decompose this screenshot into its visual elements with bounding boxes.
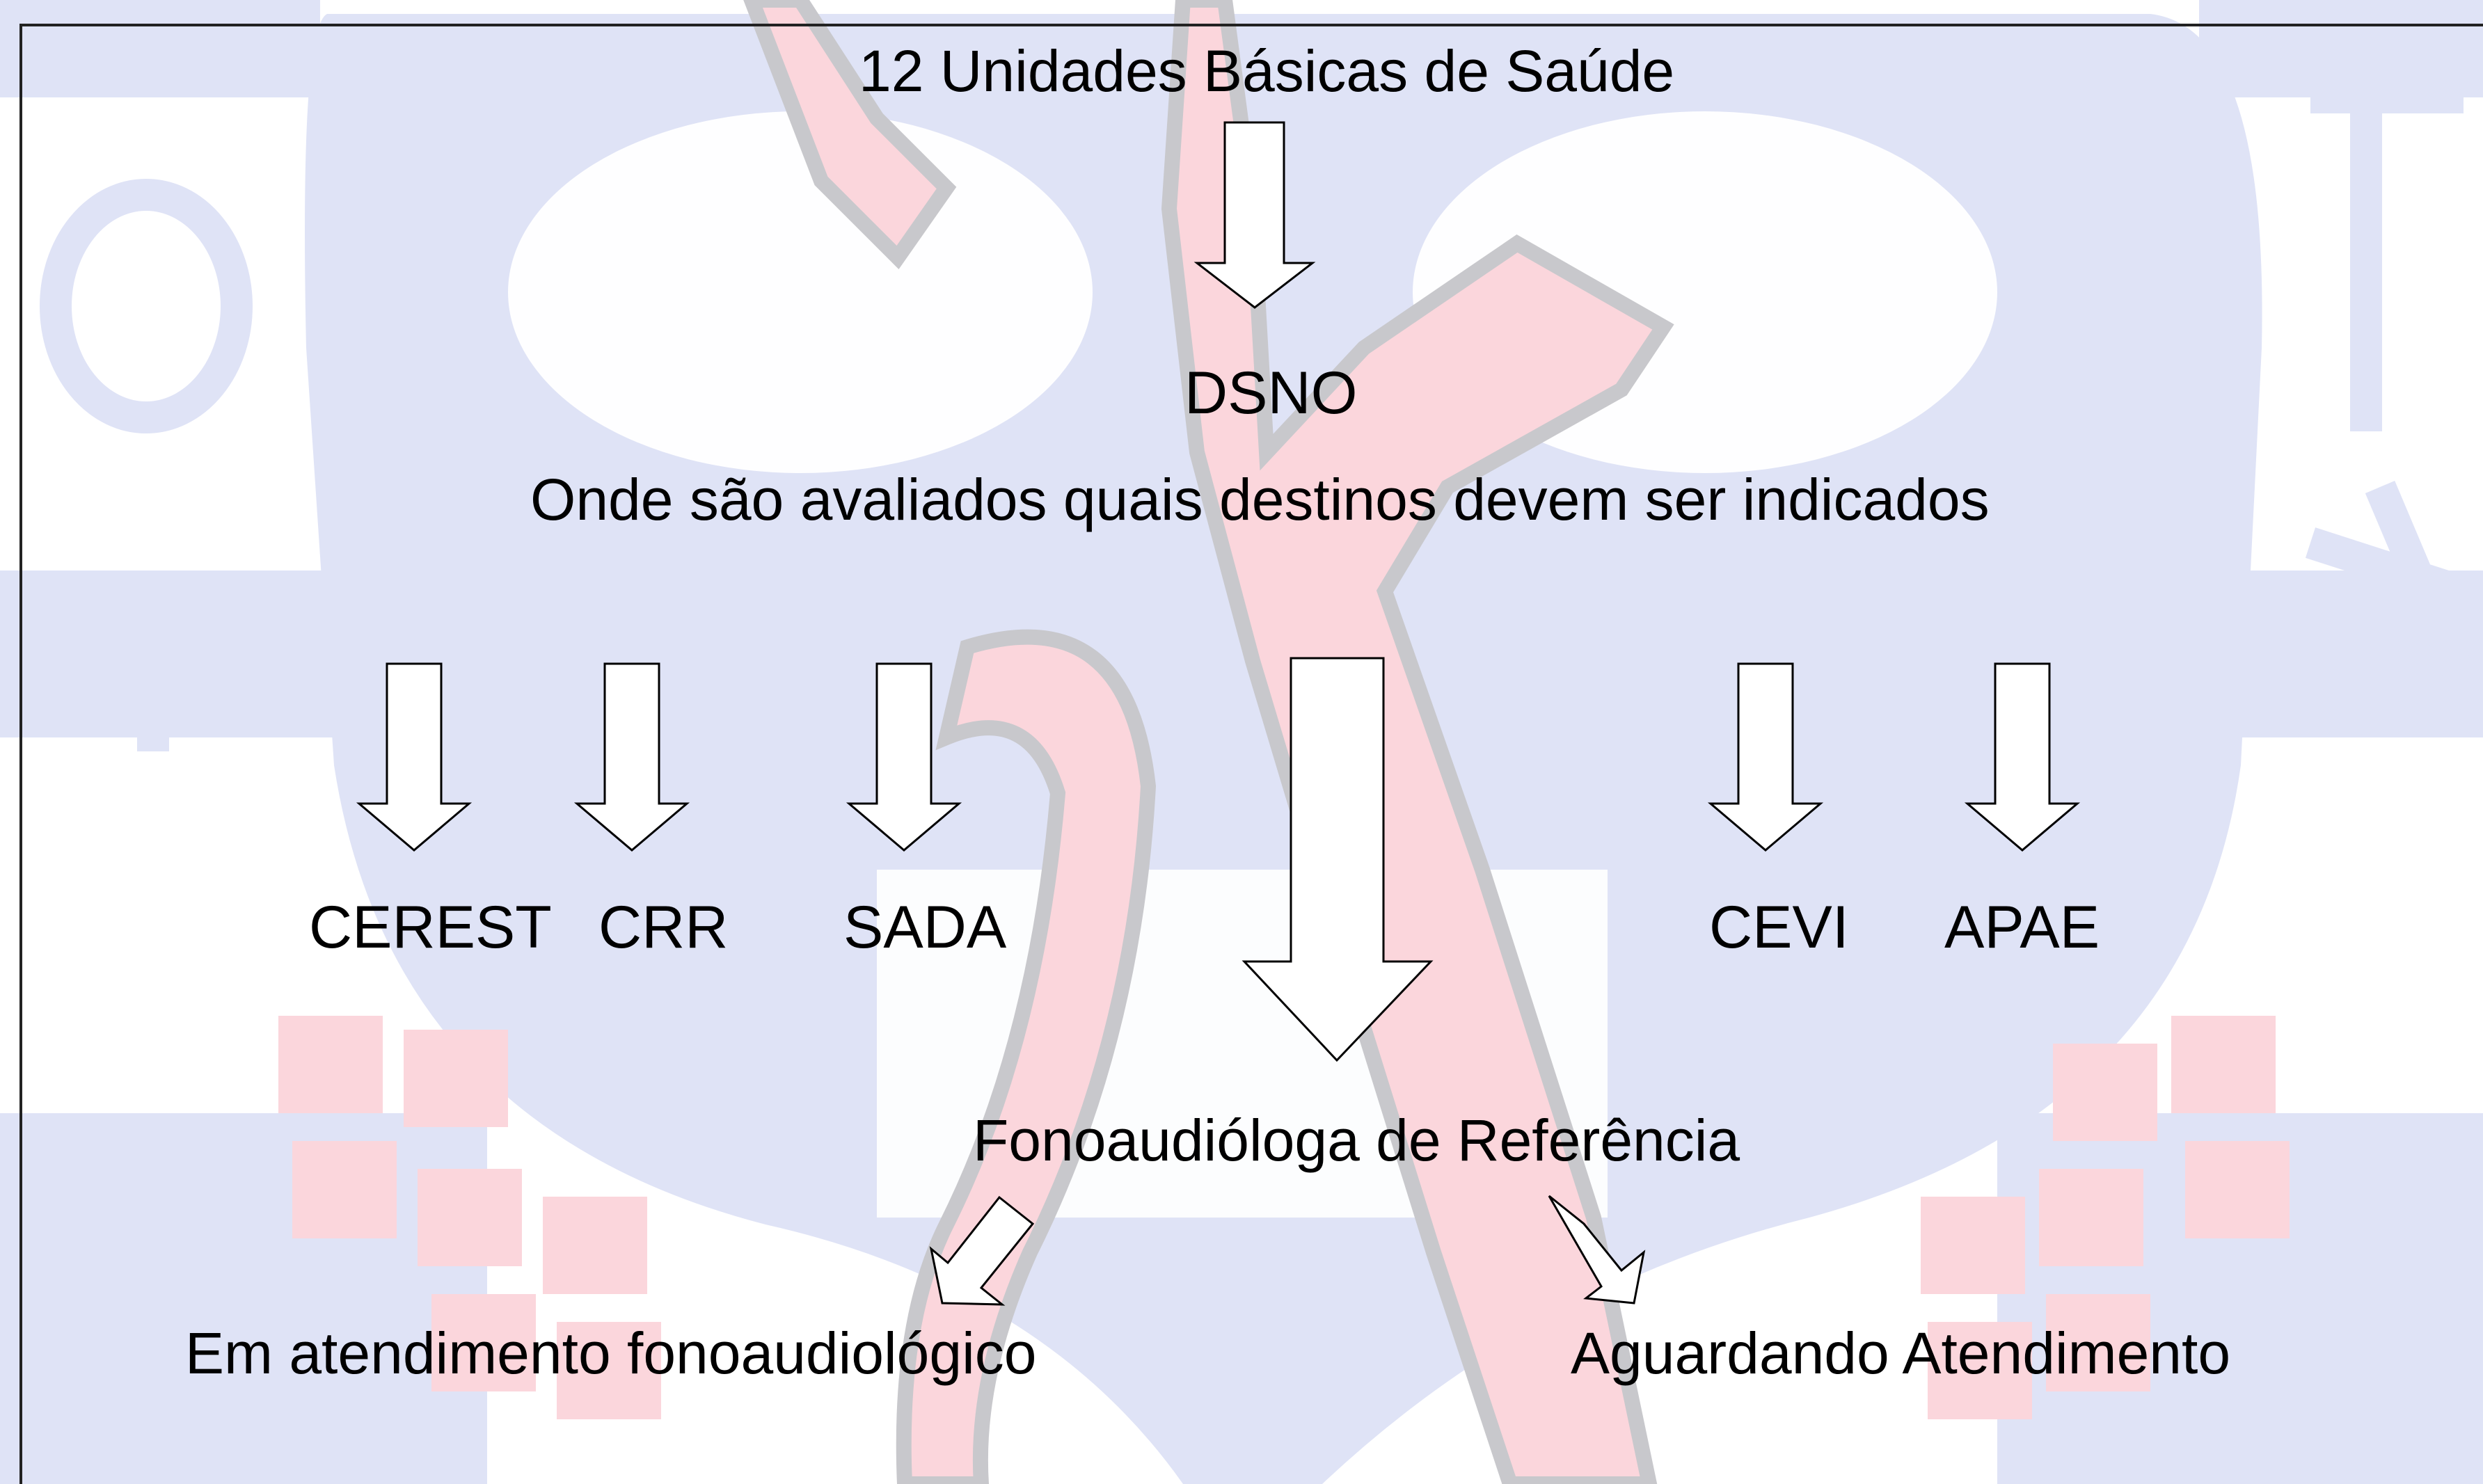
dsno-caption: Onde são avaliados quais destinos devem …: [530, 467, 1990, 532]
node-sada-label: SADA: [843, 894, 1007, 961]
arrow-to-fonoaudiologa: [1242, 657, 1434, 1062]
node-aguardando-label: Aguardando Atendimento: [1571, 1321, 2231, 1386]
letter-watermarks: [40, 81, 2483, 751]
node-fonoaudiologa-label: Fonoaudióloga de Referência: [973, 1108, 1740, 1173]
arrow-to-cerest: [356, 662, 473, 852]
arrow-to-em-atendimento: [929, 1195, 1035, 1306]
arrow-to-sada: [846, 662, 962, 852]
pink-tiles-left: [278, 1016, 661, 1419]
arrow-ubs-to-dsno: [1193, 121, 1316, 309]
arrow-to-crr: [573, 662, 690, 852]
arrow-to-apae: [1964, 662, 2081, 852]
arrow-to-cevi: [1707, 662, 1824, 852]
node-ubs-label: 12 Unidades Básicas de Saúde: [859, 38, 1675, 104]
node-em-atendimento-label: Em atendimento fonoaudiológico: [185, 1321, 1037, 1386]
node-apae-label: APAE: [1944, 894, 2100, 961]
node-crr-label: CRR: [598, 894, 729, 961]
arrow-to-aguardando: [1548, 1195, 1646, 1305]
node-dsno-label: DSNO: [1184, 360, 1358, 426]
pink-tiles-right: [1921, 1016, 2290, 1419]
node-cerest-label: CEREST: [309, 894, 552, 961]
node-cevi-label: CEVI: [1709, 894, 1849, 961]
